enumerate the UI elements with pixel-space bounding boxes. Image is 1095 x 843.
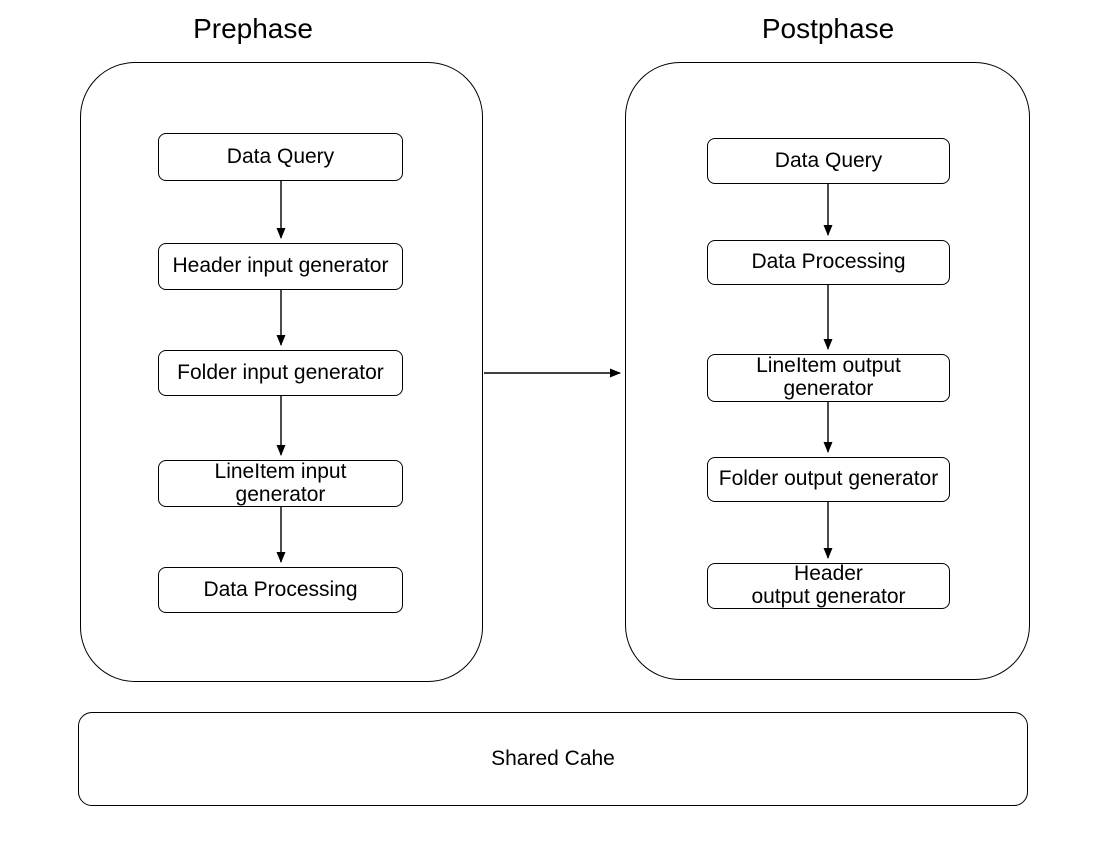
prephase-node-header-input-generator: Header input generator (158, 243, 403, 290)
postphase-node-folder-output-generator: Folder output generator (707, 457, 950, 502)
shared-cache-box: Shared Cahe (78, 712, 1028, 806)
prephase-title: Prephase (193, 13, 313, 44)
prephase-node-data-query: Data Query (158, 133, 403, 181)
postphase-node-lineitem-output-generator: LineItem output generator (707, 354, 950, 402)
shared-cache-label: Shared Cahe (491, 747, 615, 770)
prephase-node-data-processing: Data Processing (158, 567, 403, 613)
postphase-title: Postphase (761, 13, 895, 44)
prephase-node-lineitem-input-generator: LineItem input generator (158, 460, 403, 507)
prephase-node-folder-input-generator: Folder input generator (158, 350, 403, 396)
postphase-node-header-output-generator: Header output generator (707, 562, 950, 609)
postphase-node-data-processing: Data Processing (707, 240, 950, 285)
postphase-node-data-query: Data Query (707, 138, 950, 184)
